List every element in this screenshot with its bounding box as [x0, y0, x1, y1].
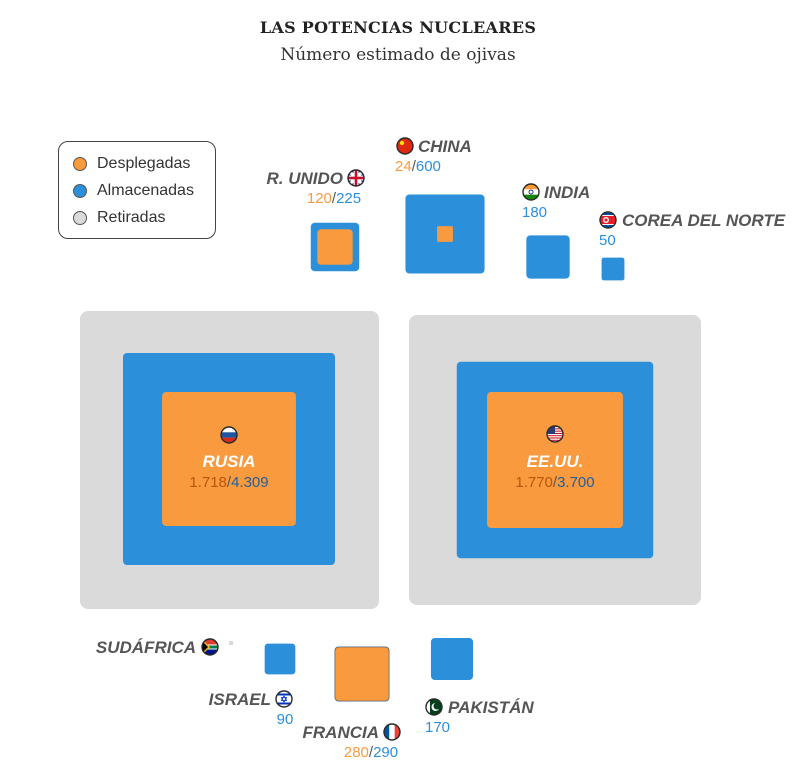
almacenadas-square-india [526, 235, 570, 279]
desplegadas-value-francia: 280 [344, 744, 369, 761]
russia-flag-icon [220, 426, 238, 444]
country-name-india: INDIA [544, 183, 590, 202]
france-flag-icon [383, 723, 401, 741]
desplegadas-value-ee-uu: 1.770 [515, 474, 553, 491]
country-group-francia: FRANCIA 280/290 [303, 646, 401, 761]
almacenadas-square-corea-del-norte [601, 257, 625, 281]
country-group-pakistan: PAKISTÁN 170 [425, 637, 534, 736]
desplegadas-square-rusia [162, 392, 296, 526]
desplegadas-value-r-unido: 120 [307, 190, 332, 207]
china-flag-icon [396, 137, 414, 155]
country-group-china: CHINA 24/600 [395, 137, 485, 274]
almacenadas-value-rusia: 4.309 [231, 474, 269, 491]
country-group-rusia: RUSIA 1.718/4.309 [80, 311, 379, 609]
legend-swatch-retiradas [73, 211, 87, 225]
value-separator: / [369, 744, 374, 761]
value-label-israel: 90 [277, 711, 294, 728]
almacenadas-value-china: 600 [416, 158, 441, 175]
country-group-israel: ISRAEL 90 [209, 643, 296, 728]
value-label-rusia: 1.718/4.309 [189, 474, 268, 491]
desplegadas-value-rusia: 1.718 [189, 474, 227, 491]
value-label-francia: 280/290 [344, 744, 398, 761]
south-africa-flag-icon [201, 638, 219, 656]
almacenadas-square-israel [264, 643, 296, 675]
almacenadas-value-pakistan: 170 [425, 719, 450, 736]
chart-subtitle: Número estimado de ojivas [280, 45, 516, 65]
almacenadas-value-francia: 290 [373, 744, 398, 761]
country-name-francia: FRANCIA [303, 723, 380, 742]
value-label-india: 180 [522, 204, 547, 221]
country-group-r-unido: R. UNIDO 120/225 [267, 169, 365, 272]
value-label-r-unido: 120/225 [307, 190, 361, 207]
country-group-sudafrica: SUDÁFRICA [96, 638, 233, 657]
country-name-ee-uu: EE.UU. [527, 452, 584, 471]
israel-flag-icon [275, 690, 293, 708]
north-korea-flag-icon [599, 211, 617, 229]
desplegadas-square-francia [334, 646, 390, 702]
almacenadas-value-r-unido: 225 [336, 190, 361, 207]
india-flag-icon [522, 183, 540, 201]
legend-swatch-almacenadas [73, 184, 87, 198]
legend-label-retiradas: Retiradas [97, 209, 166, 226]
value-label-pakistan: 170 [425, 719, 450, 736]
value-separator: / [412, 158, 417, 175]
uk-flag-icon [347, 169, 365, 187]
country-name-pakistan: PAKISTÁN [448, 698, 534, 717]
almacenadas-value-ee-uu: 3.700 [557, 474, 595, 491]
chart-title: LAS POTENCIAS NUCLEARES [259, 18, 537, 37]
legend: Desplegadas Almacenadas Retiradas [58, 141, 216, 239]
almacenadas-square-pakistan [430, 637, 474, 681]
country-name-rusia: RUSIA [203, 452, 256, 471]
almacenadas-value-corea-del-norte: 50 [599, 232, 616, 249]
country-name-corea-del-norte: COREA DEL NORTE [622, 211, 786, 230]
desplegadas-square-china [437, 226, 453, 242]
value-separator: / [227, 474, 232, 491]
country-name-israel: ISRAEL [209, 690, 271, 709]
almacenadas-value-israel: 90 [277, 711, 294, 728]
retiradas-square-sudafrica [229, 641, 233, 645]
country-group-ee-uu: EE.UU. 1.770/3.700 [409, 315, 701, 605]
legend-item-almacenadas: Almacenadas [73, 180, 194, 202]
legend-label-almacenadas: Almacenadas [97, 182, 194, 199]
legend-item-retiradas: Retiradas [73, 207, 165, 229]
value-separator: / [553, 474, 558, 491]
country-name-sudafrica: SUDÁFRICA [96, 638, 196, 657]
desplegadas-square-ee-uu [487, 392, 623, 528]
pakistan-flag-icon [425, 698, 443, 716]
value-separator: / [332, 190, 337, 207]
value-label-ee-uu: 1.770/3.700 [515, 474, 594, 491]
almacenadas-value-india: 180 [522, 204, 547, 221]
desplegadas-value-china: 24 [395, 158, 412, 175]
value-label-corea-del-norte: 50 [599, 232, 616, 249]
legend-label-desplegadas: Desplegadas [97, 155, 191, 172]
country-group-corea-del-norte: COREA DEL NORTE 50 [599, 211, 786, 281]
usa-flag-icon [546, 425, 564, 443]
value-label-china: 24/600 [395, 158, 441, 175]
country-name-china: CHINA [418, 137, 472, 156]
country-group-india: INDIA 180 [522, 183, 590, 279]
desplegadas-square-r-unido [317, 229, 353, 265]
country-name-r-unido: R. UNIDO [267, 169, 344, 188]
legend-item-desplegadas: Desplegadas [73, 153, 190, 175]
legend-swatch-desplegadas [73, 157, 87, 171]
